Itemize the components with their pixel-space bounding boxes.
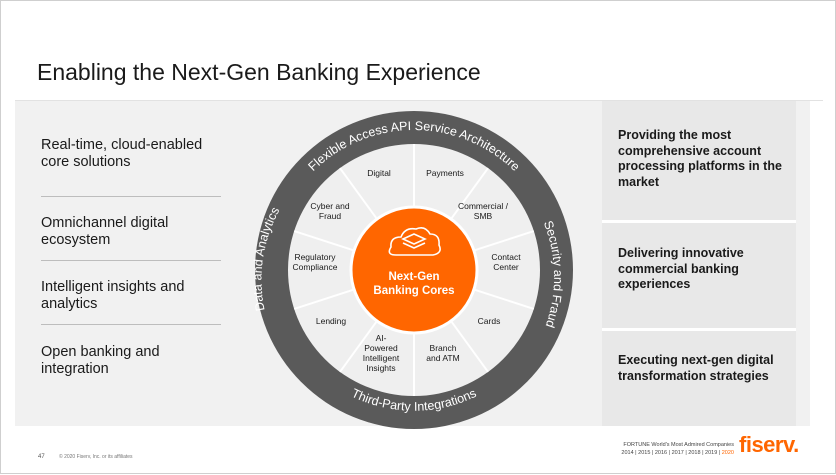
segment-contact-line1: Contact	[491, 252, 521, 262]
segment-regulatory-line2: Compliance	[293, 262, 338, 272]
left-item-omnichannel: Omnichannel digital ecosystem	[41, 215, 169, 248]
left-item-realtime: Real-time, cloud-enabled core solutions	[41, 137, 203, 170]
center-label-line1: Next-Gen	[388, 271, 439, 283]
left-item-insights: Intelligent insights and analytics	[41, 279, 185, 312]
segment-divider	[450, 321, 489, 373]
segment-contact-line2: Center	[493, 262, 519, 272]
segment-divider	[474, 288, 535, 310]
right-item-transformation: Executing next-gen digital transformatio…	[618, 353, 774, 383]
segment-ai-line4: Insights	[366, 363, 395, 373]
segment-cyber-line2: Fraud	[319, 211, 341, 221]
left-divider	[41, 196, 221, 197]
segment-commercial-line2: SMB	[474, 211, 493, 221]
fortune-badge: FORTUNE World's Most Admired Companies 2…	[586, 441, 734, 457]
segment-dividers	[293, 144, 535, 396]
segment-branch-line1: Branch	[430, 343, 457, 353]
segment-regulatory-line1: Regulatory	[294, 252, 336, 262]
segment-cyber-line1: Cyber and	[310, 201, 349, 211]
right-item-platforms: Providing the most comprehensive account…	[618, 128, 782, 189]
segment-ai-line3: Intelligent	[363, 353, 400, 363]
fortune-years: 2014 | 2015 | 2016 | 2017 | 2018 | 2019 …	[621, 450, 734, 456]
page-number: 47	[38, 454, 45, 460]
segment-divider	[293, 288, 354, 310]
right-item-commercial: Delivering innovative commercial banking…	[618, 246, 744, 291]
segment-payments: Payments	[426, 168, 464, 178]
segment-digital: Digital	[367, 168, 391, 178]
right-divider	[602, 328, 796, 331]
slide-title: Enabling the Next-Gen Banking Experience	[37, 59, 481, 85]
segment-divider	[474, 230, 535, 252]
left-divider	[41, 260, 221, 261]
segment-ai-line1: AI-	[376, 333, 387, 343]
segment-branch-line2: and ATM	[426, 353, 459, 363]
left-item-open-banking: Open banking and integration	[41, 344, 160, 377]
center-label-line2: Banking Cores	[373, 285, 454, 297]
segment-commercial-line1: Commercial /	[458, 201, 509, 211]
title-rule	[15, 100, 823, 101]
center-circle	[349, 205, 479, 335]
fortune-title: FORTUNE World's Most Admired Companies	[623, 442, 734, 448]
left-divider	[41, 324, 221, 325]
cloud-layers-icon	[388, 227, 441, 256]
segment-ai-line2: Powered	[364, 343, 398, 353]
segment-divider	[339, 321, 378, 373]
segment-divider	[293, 230, 354, 252]
segment-divider	[450, 167, 489, 219]
segment-lending: Lending	[316, 316, 347, 326]
copyright: © 2020 Fiserv, Inc. or its affiliates	[59, 454, 133, 460]
fiserv-logo: fiserv.	[739, 432, 799, 457]
segment-divider	[339, 167, 378, 219]
right-panel: Providing the most comprehensive account…	[602, 101, 796, 426]
right-divider	[602, 220, 796, 223]
segment-cards: Cards	[478, 316, 501, 326]
